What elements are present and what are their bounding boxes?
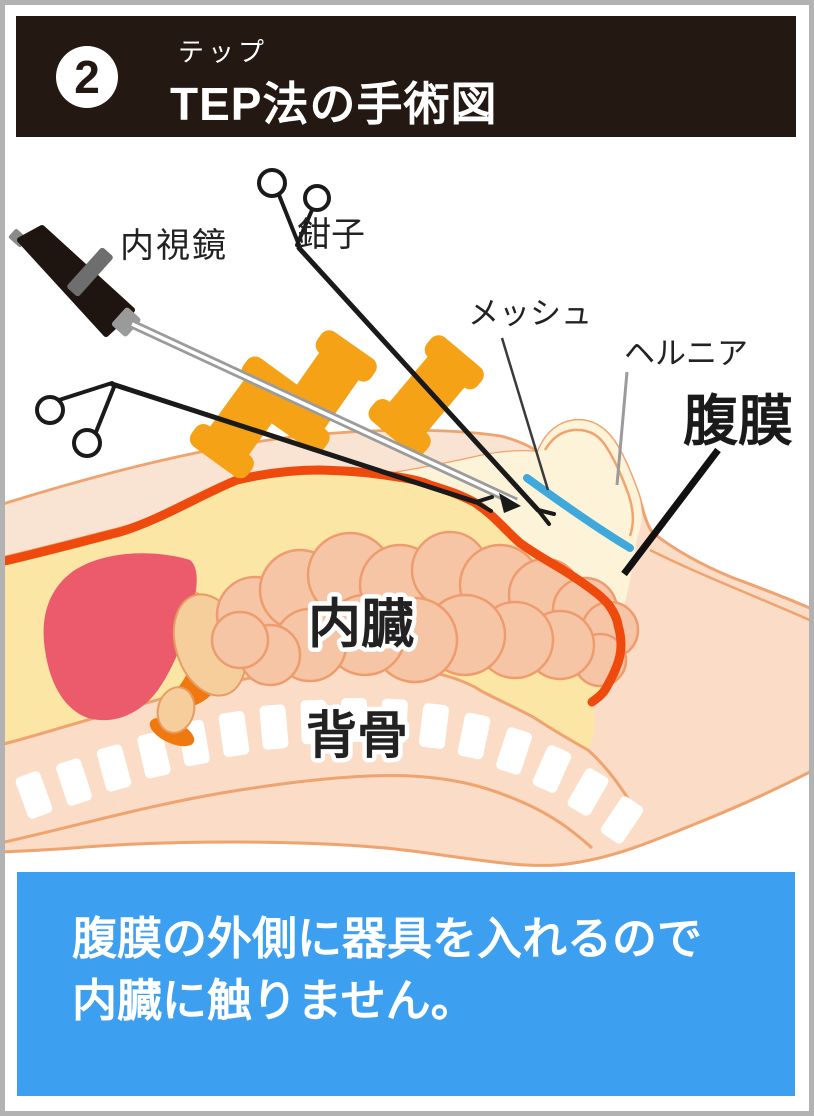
hernia-bump [543,428,635,537]
liver-icon [43,553,197,721]
caption-line-2: 内臓に触りません。 [72,975,476,1026]
title-reading: テップ [178,37,269,67]
skin-inner-line-right [649,548,814,624]
endoscope-icon [8,225,521,513]
forceps-icon [257,168,556,526]
page-title: TEP法の手術図 [170,78,498,130]
step-number-badge: 2 [56,46,118,108]
intestines-icon [210,530,640,688]
label-organs: 内臓 [308,595,414,654]
forceps-icon [35,381,494,513]
caption-line-1: 腹膜の外側に器具を入れるので [72,913,703,964]
hernia-leader-line [615,371,629,486]
peritoneum-leader-line [621,447,721,577]
header-bar: 2 テップ TEP法の手術図 [16,16,796,137]
label-forceps: 鉗子 [297,216,365,254]
label-mesh: メッシュ [468,296,592,331]
mesh-leader-line [500,337,550,491]
trocar-icon [265,330,377,453]
spine-vertebrae [15,698,644,844]
label-peritoneum: 腹膜 [683,390,793,452]
mesh-line [523,474,634,552]
peritoneum-line [0,465,626,707]
trocar-icon [368,335,484,456]
surgery-diagram: 内視鏡 鉗子 メッシュ ヘルニア 腹膜 内臓 背骨 [0,140,814,870]
organ-small-blob [156,686,196,734]
caption-box: 腹膜の外側に器具を入れるので 内臓に触りません。 [17,872,795,1096]
label-endoscope: 内視鏡 [120,227,228,265]
spine-band-bottom-line [0,774,594,850]
label-hernia: ヘルニア [624,336,748,371]
label-spine: 背骨 [306,707,408,764]
